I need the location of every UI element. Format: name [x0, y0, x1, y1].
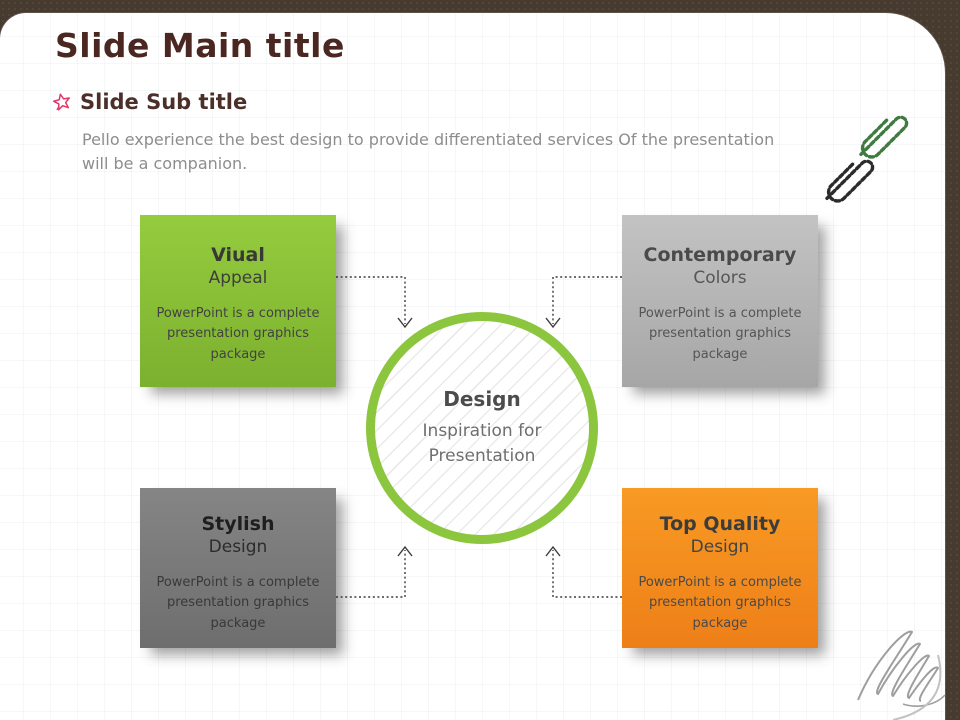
sub-title: Slide Sub title	[80, 90, 248, 114]
subtitle-row: Slide Sub title	[52, 90, 247, 114]
box-title: Viual	[211, 244, 265, 266]
box-subtitle: Appeal	[208, 267, 268, 288]
box-top-quality-design: Top Quality Design PowerPoint is a compl…	[622, 488, 818, 648]
center-circle: Design Inspiration for Presentation	[366, 312, 598, 544]
main-title: Slide Main title	[55, 26, 345, 65]
description-text: Pello experience the best design to prov…	[82, 130, 775, 173]
box-body: PowerPoint is a complete presentation gr…	[638, 306, 802, 362]
box-title: Stylish	[201, 513, 275, 535]
box-body: PowerPoint is a complete presentation gr…	[156, 306, 320, 362]
circle-title: Design	[443, 386, 521, 411]
box-subtitle: Colors	[693, 267, 747, 288]
box-subtitle: Design	[208, 536, 268, 557]
box-visual-appeal: Viual Appeal PowerPoint is a complete pr…	[140, 215, 336, 387]
box-body: PowerPoint is a complete presentation gr…	[638, 575, 802, 631]
box-title: Contemporary	[643, 244, 797, 266]
star-icon	[53, 93, 70, 111]
box-title: Top Quality	[659, 513, 781, 535]
box-subtitle: Design	[690, 536, 750, 557]
box-stylish-design: Stylish Design PowerPoint is a complete …	[140, 488, 336, 648]
circle-subtitle: Inspiration for Presentation	[422, 420, 542, 467]
box-contemporary-colors: Contemporary Colors PowerPoint is a comp…	[622, 215, 818, 387]
box-body: PowerPoint is a complete presentation gr…	[156, 575, 320, 631]
